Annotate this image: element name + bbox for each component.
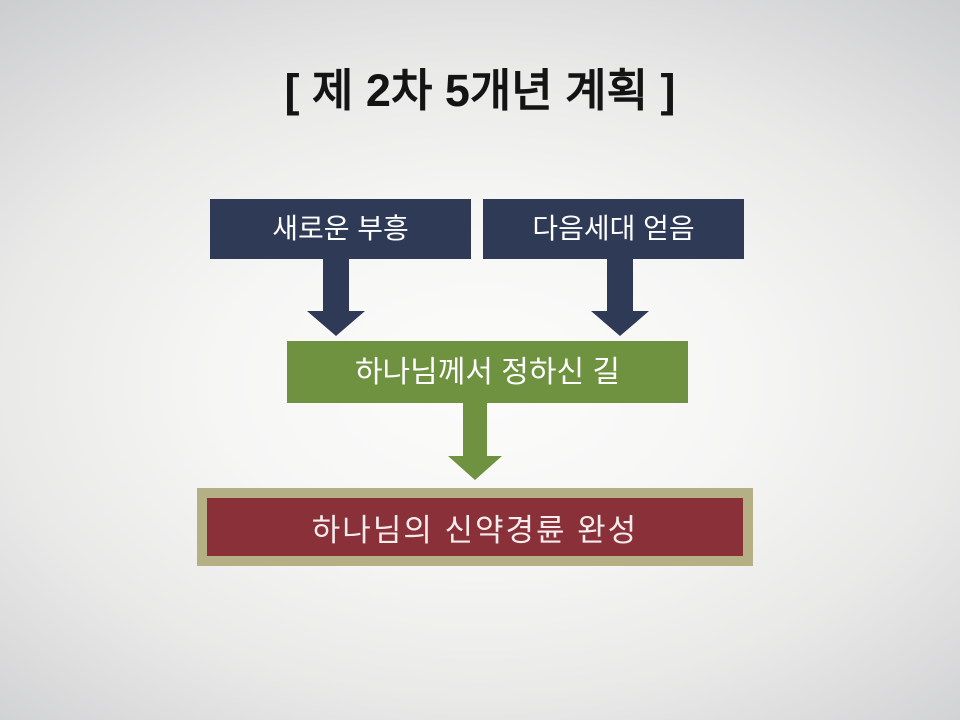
flow-box-completion-frame: 하나님의 신약경륜 완성: [197, 488, 753, 566]
flow-box-next-generation: 다음세대 얻음: [483, 199, 744, 259]
flow-box-next-generation-label: 다음세대 얻음: [532, 212, 695, 244]
flow-box-gods-way: 하나님께서 정하신 길: [287, 341, 688, 403]
arrow-down-left-icon: [307, 258, 365, 336]
flow-box-gods-way-label: 하나님께서 정하신 길: [354, 355, 621, 389]
flow-box-completion-label: 하나님의 신약경륜 완성: [311, 512, 639, 548]
arrow-down-right-icon: [591, 258, 649, 336]
arrow-down-center-icon: [448, 402, 502, 480]
flow-box-completion: 하나님의 신약경륜 완성: [207, 498, 743, 556]
slide-title: [ 제 2차 5개년 계획 ]: [284, 65, 676, 116]
flow-box-new-revival-label: 새로운 부흥: [272, 212, 409, 244]
flow-box-new-revival: 새로운 부흥: [210, 199, 471, 259]
